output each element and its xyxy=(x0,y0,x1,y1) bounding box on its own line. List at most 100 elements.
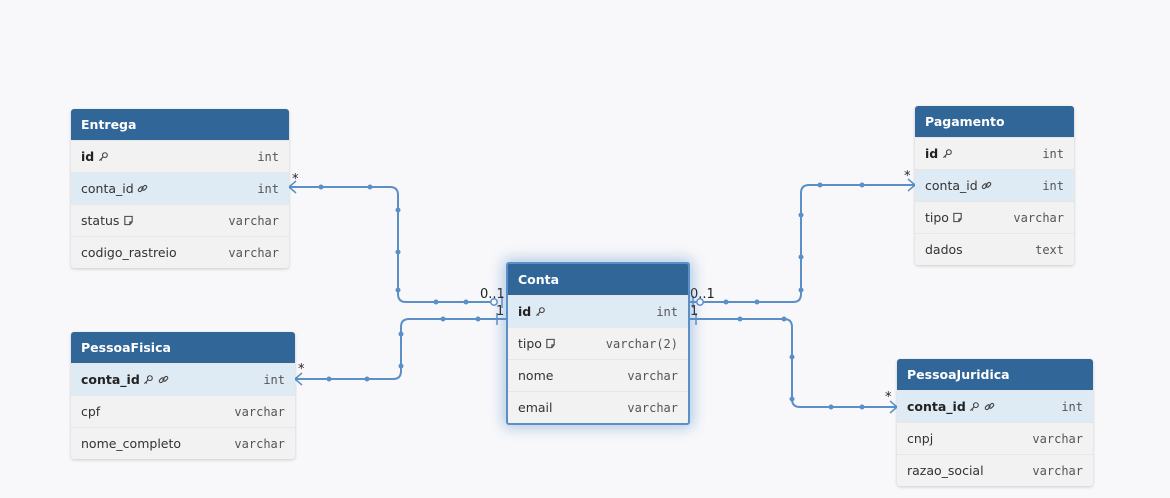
column-row[interactable]: conta_id int xyxy=(897,390,1093,422)
link-icon xyxy=(981,180,993,192)
cardinality-label: * xyxy=(298,362,305,377)
column-name: nome xyxy=(518,368,553,383)
column-name-text: id xyxy=(81,149,95,164)
column-row[interactable]: status varchar xyxy=(71,204,289,236)
cardinality-label: * xyxy=(904,169,911,184)
edge-pagamento-conta[interactable] xyxy=(689,178,916,308)
edge-pessoajuridica-conta[interactable] xyxy=(689,313,898,414)
column-name-text: email xyxy=(518,400,553,415)
edge-entrega-conta[interactable] xyxy=(288,180,503,308)
key-icon xyxy=(534,306,546,318)
column-name: conta_id xyxy=(81,181,149,196)
link-icon xyxy=(158,374,170,386)
column-row[interactable]: nome varchar xyxy=(508,359,688,391)
key-icon xyxy=(969,401,981,413)
crowfoot-icon xyxy=(889,400,898,414)
column-name-text: cnpj xyxy=(907,431,934,446)
column-type: int xyxy=(1042,178,1064,193)
column-name: tipo xyxy=(925,210,964,225)
column-type: varchar xyxy=(627,368,678,383)
column-name: status xyxy=(81,213,134,228)
column-type: int xyxy=(257,149,279,164)
cardinality-label: 0..1 xyxy=(690,287,715,302)
link-icon xyxy=(984,401,996,413)
cardinality-label: * xyxy=(885,390,892,405)
zero-marker-icon xyxy=(490,298,498,306)
column-name: conta_id xyxy=(907,399,996,414)
column-name-text: nome xyxy=(518,368,554,383)
cardinality-label: 1 xyxy=(496,304,504,319)
column-row[interactable]: conta_id int xyxy=(71,363,295,395)
column-type: varchar(2) xyxy=(605,336,678,351)
column-name-text: conta_id xyxy=(925,178,978,193)
table-title[interactable]: PessoaFisica xyxy=(71,332,295,363)
column-row[interactable]: id int xyxy=(508,295,688,327)
column-type: varchar xyxy=(228,213,279,228)
column-type: int xyxy=(656,304,678,319)
column-name-text: tipo xyxy=(925,210,949,225)
column-name: cnpj xyxy=(907,431,933,446)
column-type: int xyxy=(1042,146,1064,161)
column-type: varchar xyxy=(1032,463,1083,478)
note-icon xyxy=(952,212,964,224)
column-name: email xyxy=(518,400,552,415)
column-name-text: conta_id xyxy=(81,181,134,196)
zero-marker-icon xyxy=(696,298,704,306)
edge-pessoafisica-conta[interactable] xyxy=(294,313,507,386)
column-type: varchar xyxy=(228,245,279,260)
column-name-text: dados xyxy=(925,242,963,257)
crowfoot-icon xyxy=(294,372,303,386)
column-name: id xyxy=(518,304,546,319)
column-row[interactable]: id int xyxy=(915,137,1074,169)
column-name-text: id xyxy=(518,304,532,319)
column-name: nome_completo xyxy=(81,436,181,451)
column-row[interactable]: cnpj varchar xyxy=(897,422,1093,454)
column-name: conta_id xyxy=(81,372,170,387)
column-type: int xyxy=(263,372,285,387)
column-row[interactable]: codigo_rastreio varchar xyxy=(71,236,289,268)
column-type: varchar xyxy=(1032,431,1083,446)
table-title[interactable]: Conta xyxy=(508,264,688,295)
column-name-text: id xyxy=(925,146,939,161)
note-icon xyxy=(545,338,557,350)
column-name-text: razao_social xyxy=(907,463,984,478)
column-type: text xyxy=(1035,242,1064,257)
table-title[interactable]: Entrega xyxy=(71,109,289,140)
column-type: int xyxy=(257,181,279,196)
crowfoot-icon xyxy=(907,178,916,192)
column-name: dados xyxy=(925,242,963,257)
column-name: tipo xyxy=(518,336,557,351)
column-row[interactable]: id int xyxy=(71,140,289,172)
column-row[interactable]: conta_id int xyxy=(71,172,289,204)
column-name: cpf xyxy=(81,404,100,419)
column-name: razao_social xyxy=(907,463,984,478)
column-row[interactable]: tipo varchar(2) xyxy=(508,327,688,359)
crowfoot-icon xyxy=(288,180,297,194)
column-name-text: conta_id xyxy=(81,372,140,387)
cardinality-label: * xyxy=(292,172,299,187)
column-row[interactable]: razao_social varchar xyxy=(897,454,1093,486)
column-name-text: codigo_rastreio xyxy=(81,245,177,260)
column-name-text: status xyxy=(81,213,120,228)
column-name-text: nome_completo xyxy=(81,436,182,451)
cardinality-label: 0..1 xyxy=(480,287,505,302)
column-name: codigo_rastreio xyxy=(81,245,177,260)
column-name-text: tipo xyxy=(518,336,542,351)
column-row[interactable]: conta_id int xyxy=(915,169,1074,201)
table-title[interactable]: PessoaJuridica xyxy=(897,359,1093,390)
link-icon xyxy=(137,183,149,195)
table-title[interactable]: Pagamento xyxy=(915,106,1074,137)
table-conta[interactable]: Conta id int tipo varchar(2) nome varchar emai… xyxy=(506,262,690,425)
column-row[interactable]: dados text xyxy=(915,233,1074,265)
column-type: int xyxy=(1061,399,1083,414)
